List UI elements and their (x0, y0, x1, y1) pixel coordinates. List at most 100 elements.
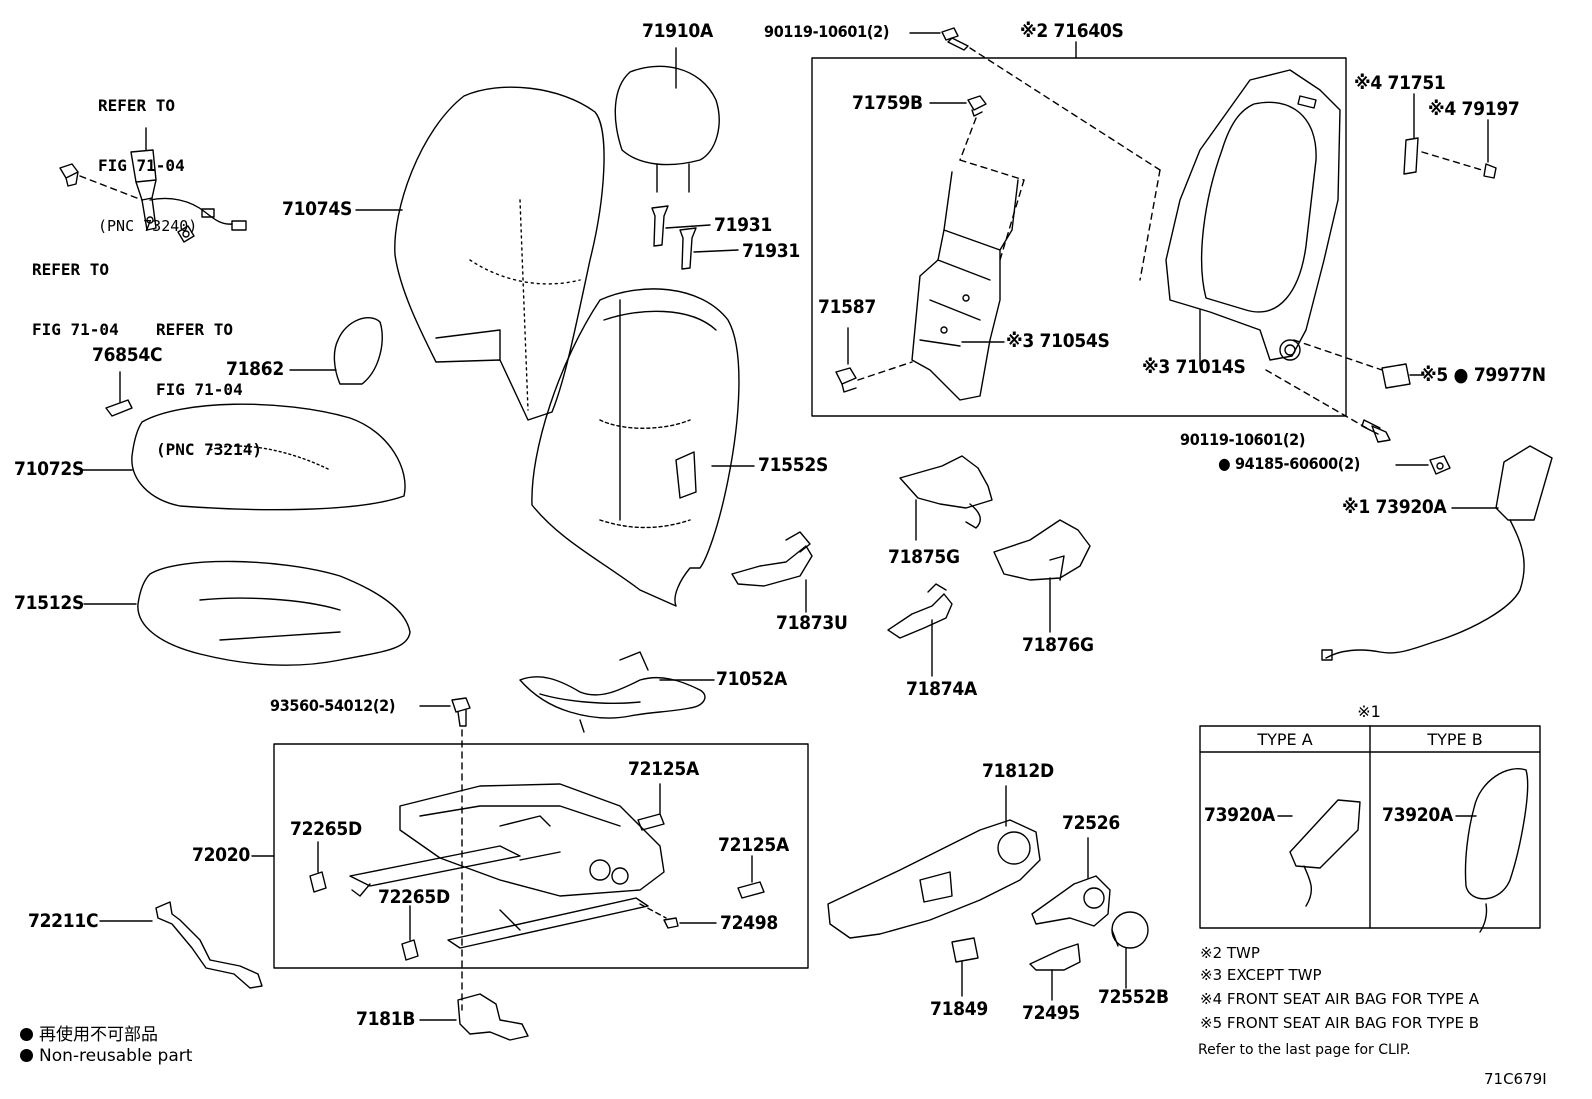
label-71875G: 71875G (888, 546, 960, 568)
label-79197: ※4 79197 (1428, 98, 1520, 120)
label-90119-lower: 90119-10601(2) (1180, 430, 1306, 449)
label-72495: 72495 (1022, 1002, 1080, 1024)
clip-72265D-upper (309, 871, 327, 893)
nut-94185 (1429, 455, 1451, 475)
type-b-header: TYPE B (1427, 730, 1483, 749)
label-72020: 72020 (192, 844, 250, 866)
knob-72526 (1031, 875, 1111, 927)
side-cover-71812D (827, 819, 1041, 939)
seat-belt-buckle (130, 127, 247, 231)
label-71072S: 71072S (14, 458, 84, 480)
bolt-79197 (1483, 163, 1497, 179)
label-72125A-upper: 72125A (628, 758, 699, 780)
cap-72552B (1111, 911, 1149, 949)
legend-jp: 再使用不可部品 (20, 1020, 158, 1045)
label-72498: 72498 (720, 912, 778, 934)
ref-buckle-line1: REFER TO (98, 96, 176, 115)
label-94185: ● 94185-60600(2) (1218, 454, 1361, 473)
label-71812D: 71812D (982, 760, 1054, 782)
type-a-part: 73920A (1204, 804, 1275, 826)
type-table (1199, 725, 1541, 933)
ref-cover-line1: REFER TO (156, 320, 234, 339)
clip-71751 (1403, 137, 1419, 175)
label-76854C: 76854C (92, 344, 163, 366)
label-71759B: 71759B (852, 92, 923, 114)
type-a-header: TYPE A (1257, 730, 1313, 749)
ref-cover-line3: (PNC 73214) (156, 440, 262, 459)
label-71054S: ※3 71054S (1006, 330, 1110, 352)
seat-cushion-pad (137, 560, 411, 666)
ref-anchor-line2: FIG 71-04 (32, 320, 119, 339)
bar-72211C (155, 901, 263, 989)
bracket-71873U (731, 531, 813, 587)
bracket-71874A (887, 583, 953, 639)
label-93560: 93560-54012(2) (270, 696, 396, 715)
ref-anchor: REFER TO FIG 71-04 (32, 220, 119, 360)
pad-71849 (951, 937, 979, 963)
nut-71759B (967, 95, 987, 117)
seat-adjuster (349, 783, 665, 949)
clip-76854C (105, 399, 133, 417)
label-71874A: 71874A (906, 678, 977, 700)
frame-71054S (911, 171, 1019, 401)
ref-buckle: REFER TO FIG 71-04 (PNC 73240) (98, 56, 197, 256)
label-72265D-lower: 72265D (378, 886, 450, 908)
clip-72265D-lower (401, 939, 419, 961)
non-reusable-dot-icon (20, 1049, 33, 1062)
headrest (614, 65, 720, 193)
non-reusable-dot-icon (20, 1028, 33, 1041)
ref-buckle-line3: (PNC 73240) (98, 217, 198, 235)
label-71074S: 71074S (282, 198, 352, 220)
label-72211C: 72211C (28, 910, 99, 932)
ref-cover: REFER TO FIG 71-04 (PNC 73214) (156, 280, 262, 480)
bracket-71875G (899, 455, 993, 529)
label-71640S: ※2 71640S (1020, 20, 1124, 42)
headrest-guide (651, 205, 697, 270)
label-72265D-upper: 72265D (290, 818, 362, 840)
figure-code: 71C679I (1484, 1070, 1547, 1088)
side-airbag (1321, 445, 1553, 661)
note-except-twp: ※3 EXCEPT TWP (1200, 966, 1322, 984)
label-71931-a: 71931 (714, 214, 772, 236)
type-b-part: 73920A (1382, 804, 1453, 826)
pin-72498 (663, 917, 679, 929)
note-type-a: ※4 FRONT SEAT AIR BAG FOR TYPE A (1200, 990, 1479, 1008)
label-71910A: 71910A (642, 20, 713, 42)
label-71552S: 71552S (758, 454, 828, 476)
bolt-93560 (451, 697, 471, 727)
frame-71014S (1165, 69, 1341, 361)
clip-72125A-lower (737, 881, 765, 899)
label-72552B: 72552B (1098, 986, 1169, 1008)
note-twp: ※2 TWP (1200, 944, 1260, 962)
legend-en-text: Non-reusable part (39, 1046, 193, 1066)
clip-72125A-upper (637, 813, 665, 831)
label-71876G: 71876G (1022, 634, 1094, 656)
ref-anchor-line1: REFER TO (32, 260, 110, 279)
label-73920A: ※1 73920A (1342, 496, 1447, 518)
label-90119-top: 90119-10601(2) (764, 22, 890, 41)
label-71751: ※4 71751 (1354, 72, 1446, 94)
seatback-pad (531, 288, 740, 607)
label-71052A: 71052A (716, 668, 787, 690)
type-table-mark: ※1 (1357, 702, 1381, 721)
bolt-90119-top (941, 27, 969, 51)
label-79977N: ※5 ● 79977N (1420, 364, 1546, 386)
nut-71587 (835, 367, 857, 393)
label-72526: 72526 (1062, 812, 1120, 834)
label-71862: 71862 (226, 358, 284, 380)
note-type-b: ※5 FRONT SEAT AIR BAG FOR TYPE B (1200, 1014, 1480, 1032)
seat-cushion-cover (131, 403, 406, 511)
side-pad-71862 (333, 317, 383, 385)
anchor-bolt (59, 163, 79, 187)
frame-group-box (811, 57, 1347, 417)
bracket-71876G (993, 519, 1091, 581)
legend-en: Non-reusable part (20, 1046, 192, 1066)
label-71587: 71587 (818, 296, 876, 318)
harness-71052A (519, 651, 706, 733)
legend-jp-text: 再使用不可部品 (39, 1025, 158, 1045)
bolt-90119-lower (1361, 419, 1391, 443)
cover-clip (177, 225, 195, 243)
label-71931-b: 71931 (742, 240, 800, 262)
label-71512S: 71512S (14, 592, 84, 614)
